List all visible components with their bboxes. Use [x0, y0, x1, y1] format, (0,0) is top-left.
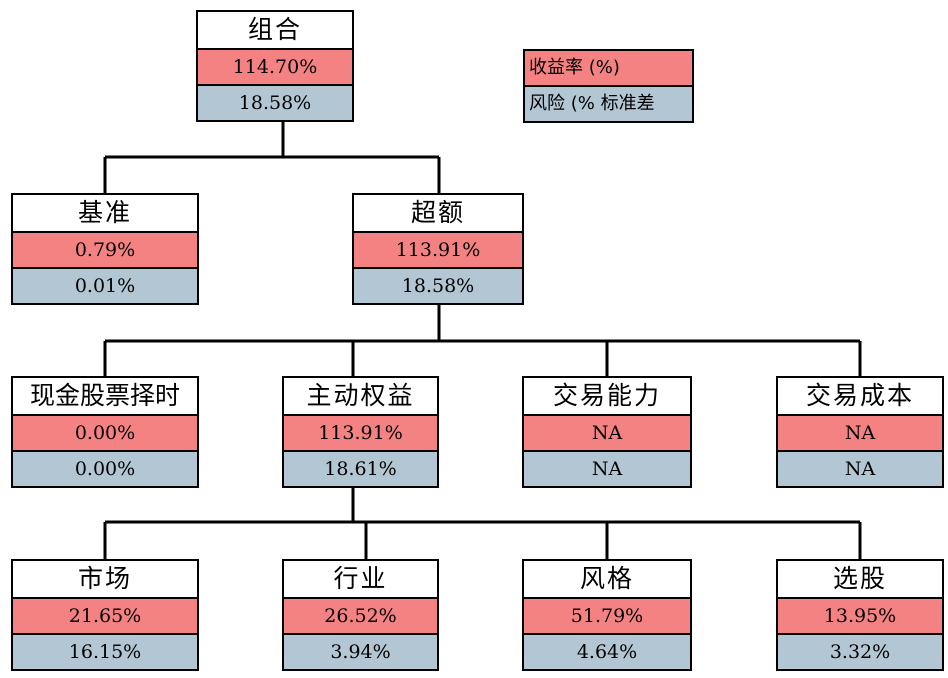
node-benchmark: 基准 0.79% 0.01%	[11, 193, 199, 305]
node-return: 13.95%	[778, 599, 942, 635]
node-stock-selection: 选股 13.95% 3.32%	[776, 559, 944, 671]
node-risk: 0.00%	[13, 452, 197, 486]
node-risk: 18.61%	[284, 452, 437, 486]
node-risk: 4.64%	[524, 635, 690, 669]
node-industry: 行业 26.52% 3.94%	[282, 559, 439, 671]
node-return: 113.91%	[284, 416, 437, 452]
node-return: 0.79%	[13, 233, 197, 269]
node-risk: 3.32%	[778, 635, 942, 669]
node-cash-timing: 现金股票择时 0.00% 0.00%	[11, 376, 199, 488]
node-return: 51.79%	[524, 599, 690, 635]
node-title: 交易能力	[524, 378, 690, 416]
node-market: 市场 21.65% 16.15%	[11, 559, 199, 671]
node-title: 组合	[198, 12, 352, 50]
node-title: 超额	[354, 195, 522, 233]
node-title: 市场	[13, 561, 197, 599]
node-risk: 18.58%	[354, 269, 522, 303]
node-risk: NA	[778, 452, 942, 486]
node-trading-cost: 交易成本 NA NA	[776, 376, 944, 488]
node-return: NA	[778, 416, 942, 452]
node-risk: 16.15%	[13, 635, 197, 669]
node-risk: NA	[524, 452, 690, 486]
node-title: 行业	[284, 561, 437, 599]
node-risk: 3.94%	[284, 635, 437, 669]
node-portfolio: 组合 114.70% 18.58%	[196, 10, 354, 122]
node-risk: 0.01%	[13, 269, 197, 303]
node-active-equity: 主动权益 113.91% 18.61%	[282, 376, 439, 488]
node-return: 21.65%	[13, 599, 197, 635]
node-return: NA	[524, 416, 690, 452]
node-title: 交易成本	[778, 378, 942, 416]
node-title: 选股	[778, 561, 942, 599]
node-title: 主动权益	[284, 378, 437, 416]
node-return: 0.00%	[13, 416, 197, 452]
legend-risk-label: 风险 (% 标准差	[525, 87, 692, 121]
legend: 收益率 (%) 风险 (% 标准差	[523, 49, 694, 123]
legend-return-label: 收益率 (%)	[525, 51, 692, 87]
node-return: 114.70%	[198, 50, 352, 86]
node-title: 风格	[524, 561, 690, 599]
node-title: 现金股票择时	[13, 378, 197, 416]
node-trading-ability: 交易能力 NA NA	[522, 376, 692, 488]
node-return: 26.52%	[284, 599, 437, 635]
node-return: 113.91%	[354, 233, 522, 269]
node-style: 风格 51.79% 4.64%	[522, 559, 692, 671]
node-title: 基准	[13, 195, 197, 233]
node-risk: 18.58%	[198, 86, 352, 120]
node-excess: 超额 113.91% 18.58%	[352, 193, 524, 305]
